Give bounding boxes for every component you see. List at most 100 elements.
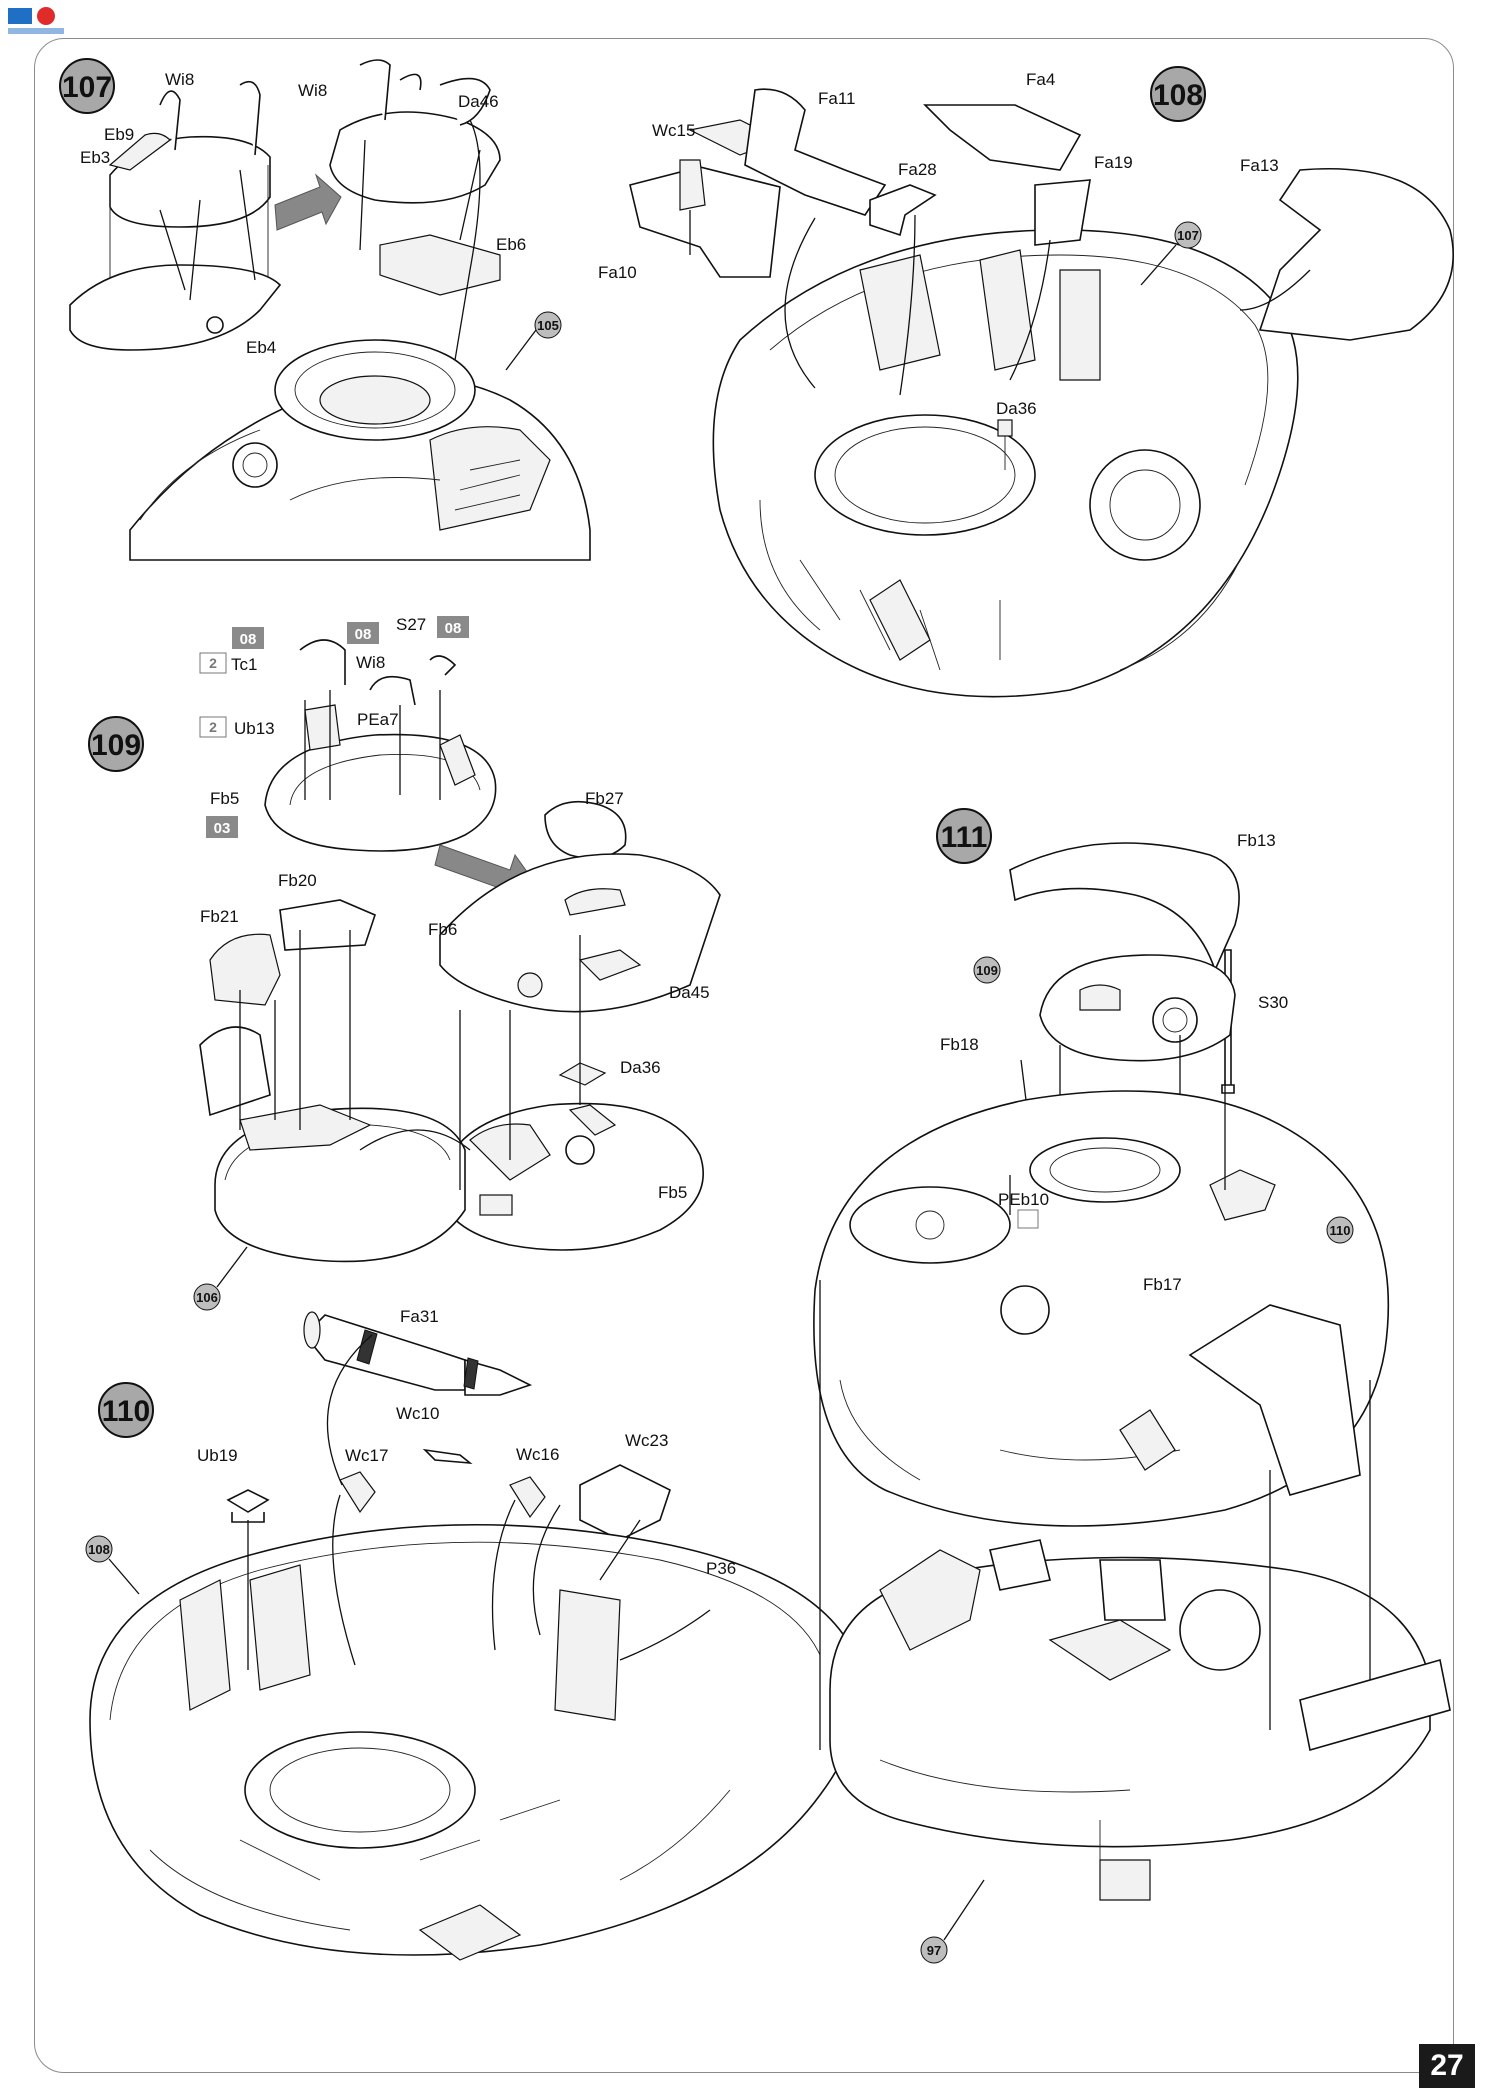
ref-105: 105	[537, 318, 559, 333]
assembly-arrow	[274, 173, 342, 231]
label-Fa11: Fa11	[818, 89, 856, 108]
hatch-ring-top	[264, 639, 497, 852]
part-Fa11	[744, 88, 887, 216]
label-Fb20: Fb20	[278, 871, 317, 890]
label-S30: S30	[1258, 993, 1288, 1012]
label-Fa28: Fa28	[898, 160, 937, 179]
multiplier-x2-a	[199, 652, 227, 674]
label-Fb5-bottom: Fb5	[658, 1183, 687, 1202]
label-Da45: Da45	[669, 983, 710, 1002]
label-Da46: Da46	[458, 92, 499, 111]
turret-ring-106	[199, 899, 466, 1263]
label-Fb17: Fb17	[1143, 1275, 1182, 1294]
ref-108-circle	[85, 1535, 113, 1563]
label-Da36: Da36	[996, 399, 1037, 418]
part-Fa13	[1258, 167, 1454, 341]
ref-107: 107	[1177, 228, 1199, 243]
label-PEa7: PEa7	[357, 710, 399, 729]
ref-109: 109	[976, 963, 998, 978]
label-Fb27: Fb27	[585, 789, 624, 808]
ref-97: 97	[927, 1943, 941, 1958]
badge-08-a-text: 08	[240, 631, 257, 648]
label-Fb5-top: Fb5	[210, 789, 239, 808]
part-Fb13	[1009, 842, 1240, 973]
turret-hull-110	[89, 1523, 861, 1961]
label-Fa10: Fa10	[598, 263, 637, 282]
hatch-subassembly	[69, 80, 282, 351]
label-S27: S27	[396, 615, 426, 634]
step-109-badge	[88, 716, 144, 772]
label-PEb10: PEb10	[998, 1190, 1049, 1209]
part-Wc10	[422, 1448, 473, 1465]
step-109: 109 08 08 08 03 2 2	[88, 615, 721, 1311]
part-Fa31-shell	[303, 1311, 533, 1396]
multiplier-x2-b-text: 2	[209, 719, 217, 735]
step-107-badge	[59, 58, 115, 114]
step-110-number: 110	[102, 1395, 150, 1428]
ref-97-circle	[920, 1936, 948, 1964]
label-Eb9: Eb9	[104, 125, 134, 144]
ref-108: 108	[88, 1542, 110, 1557]
ref-110-circle	[1326, 1216, 1354, 1244]
part-Da36-109	[558, 1062, 607, 1086]
part-Wc15	[679, 159, 706, 211]
label-Wc23: Wc23	[625, 1431, 668, 1450]
badge-03-text: 03	[214, 820, 231, 837]
label-Fa19: Fa19	[1094, 153, 1133, 172]
label-Fa4: Fa4	[1026, 70, 1055, 89]
step-108: 108 107 Wc15 Fa11	[598, 66, 1454, 698]
turret-shell-110	[813, 1090, 1390, 1527]
label-Fb6: Fb6	[428, 920, 457, 939]
label-Fb21: Fb21	[200, 907, 239, 926]
label-Fb13: Fb13	[1237, 831, 1276, 850]
badge-08-b	[347, 622, 379, 644]
part-Wc17	[339, 1471, 376, 1514]
ref-109-circle	[973, 956, 1001, 984]
part-Fa10	[629, 166, 781, 278]
badge-08-c	[437, 616, 469, 638]
part-Fa19	[1034, 179, 1091, 246]
step-107-number: 107	[62, 71, 112, 104]
hatch-base-Fb5	[439, 1102, 704, 1251]
ref-105-circle	[534, 311, 562, 339]
label-Wi8-109: Wi8	[356, 653, 385, 672]
badge-03	[206, 816, 238, 838]
step-108-number: 108	[1153, 79, 1203, 112]
step-110-badge	[98, 1382, 154, 1438]
badge-08-a	[232, 627, 264, 649]
label-Wc15: Wc15	[652, 121, 695, 140]
label-Da36-109: Da36	[620, 1058, 661, 1077]
step-111-number: 111	[941, 821, 988, 854]
label-P36: P36	[706, 1559, 736, 1578]
turret-base-105	[129, 339, 591, 561]
ref-110: 110	[1330, 1223, 1351, 1238]
label-Wc10: Wc10	[396, 1404, 439, 1423]
step-107: 107	[59, 58, 591, 561]
multiplier-x2-a-text: 2	[209, 655, 217, 671]
part-Fa28	[869, 184, 937, 237]
hatch-parts-exploded	[329, 59, 501, 391]
label-Tc1: Tc1	[231, 655, 257, 674]
multiplier-x2-b	[199, 716, 227, 738]
label-Wi8-a: Wi8	[165, 70, 194, 89]
logo-mark	[8, 7, 64, 34]
label-Fa13: Fa13	[1240, 156, 1279, 175]
label-Wi8-b: Wi8	[298, 81, 327, 100]
label-Wc16: Wc16	[516, 1445, 559, 1464]
part-Ub19	[226, 1489, 270, 1523]
badge-08-b-text: 08	[355, 626, 372, 643]
label-Eb6: Eb6	[496, 235, 526, 254]
label-Ub13: Ub13	[234, 719, 275, 738]
step-110: 110 108 Fa31 Wc10	[85, 1307, 861, 1961]
part-Fb6	[439, 853, 721, 1013]
page-number: 27	[1419, 2044, 1475, 2088]
cupola-109	[1039, 954, 1236, 1062]
hull-97	[829, 1539, 1451, 1901]
label-Ub19: Ub19	[197, 1446, 238, 1465]
part-Fa4	[923, 104, 1082, 171]
step-111-badge	[936, 808, 992, 864]
part-Wc16	[509, 1476, 546, 1519]
part-Wc23	[579, 1464, 671, 1541]
photoetch-marker	[1017, 1209, 1039, 1229]
